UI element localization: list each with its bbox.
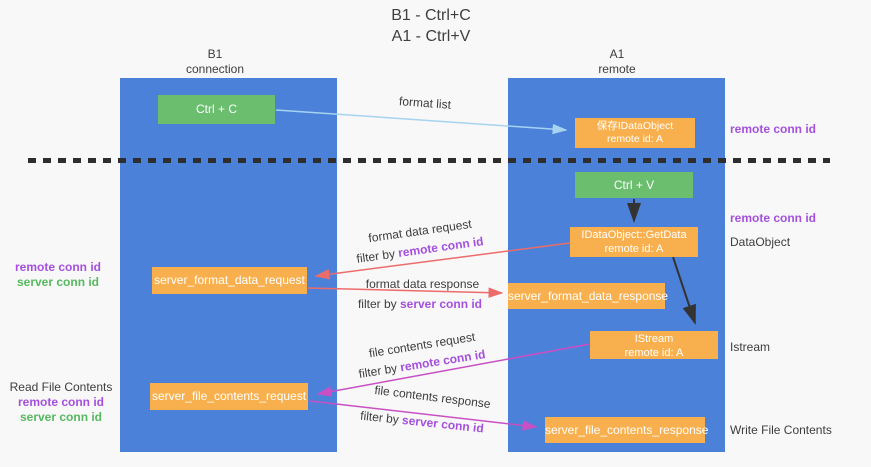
label-format-list: format list	[398, 94, 452, 112]
label-filter-by-text-3: filter by	[357, 360, 402, 381]
label-filter-by-text-1: filter by	[355, 246, 400, 266]
node-ctrl-v-label: Ctrl + V	[613, 178, 655, 192]
node-idataobject-getdata: IDataObject::GetData remote id: A	[570, 227, 698, 257]
node-ctrl-c: Ctrl + C	[158, 95, 275, 124]
node-getdata-line1: IDataObject::GetData	[581, 229, 687, 241]
annotation-server-conn-id-left1: server conn id	[16, 275, 100, 289]
label-filter-server-1: filter by server conn id	[345, 297, 495, 311]
label-file-contents-response: file contents response	[373, 382, 492, 412]
title-line-1: B1 - Ctrl+C	[391, 7, 471, 24]
annotation-server-conn-id-left2: server conn id	[19, 410, 103, 424]
node-save-idataobject: 保存IDataObject remote id: A	[575, 118, 695, 148]
annotation-remote-conn-id-mid: remote conn id	[730, 211, 817, 225]
node-istream: IStream remote id: A	[590, 331, 718, 359]
lane-a1-role: remote	[598, 62, 636, 76]
node-server-file-contents-request: server_file_contents_request	[150, 383, 308, 410]
label-filter-server-2: filter by server conn id	[347, 407, 498, 437]
label-filter-server-conn-id-2: server conn id	[401, 412, 485, 436]
annotation-istream: Istream	[730, 340, 771, 354]
annotation-block-format: remote conn id server conn id	[8, 260, 108, 290]
annotation-read-file-contents: Read File Contents	[9, 380, 113, 394]
annotation-write-file-contents: Write File Contents	[730, 423, 832, 437]
annotation-remote-conn-id-left2: remote conn id	[17, 395, 104, 409]
node-save-idataobject-line1: 保存IDataObject	[596, 120, 674, 132]
node-istream-line2: remote id: A	[624, 347, 684, 359]
node-istream-line1: IStream	[634, 333, 674, 345]
label-filter-server-conn-id-1: server conn id	[399, 297, 483, 311]
node-save-idataobject-line2: remote id: A	[606, 133, 664, 145]
node-server-file-contents-response: server_file_contents_response	[545, 417, 709, 443]
phase-divider-dashed-line	[28, 158, 830, 163]
annotation-remote-conn-id-top: remote conn id	[730, 122, 817, 136]
label-filter-by-text-4: filter by	[359, 408, 403, 427]
node-server-format-data-request: server_format_data_request	[152, 267, 307, 294]
node-file-response-label: server_file_contents_response	[545, 423, 709, 437]
lane-b1-name: B1	[207, 47, 223, 61]
annotation-dataobject: DataObject	[730, 235, 791, 249]
annotation-block-file: Read File Contents remote conn id server…	[4, 380, 118, 425]
lane-header-b1: B1 connection	[155, 47, 275, 77]
lane-a1-name: A1	[609, 47, 625, 61]
lane-header-a1: A1 remote	[557, 47, 677, 77]
label-filter-by-text-2: filter by	[357, 297, 400, 311]
title-line-2: A1 - Ctrl+V	[391, 28, 471, 45]
node-ctrl-v: Ctrl + V	[575, 172, 693, 198]
lane-b1-role: connection	[185, 62, 245, 76]
node-getdata-line2: remote id: A	[604, 243, 664, 255]
label-format-data-response: format data response	[365, 277, 480, 291]
annotation-remote-conn-id-left1: remote conn id	[14, 260, 101, 274]
node-file-request-label: server_file_contents_request	[151, 389, 307, 403]
node-server-format-data-response: server_format_data_response	[508, 283, 669, 309]
node-format-response-label: server_format_data_response	[508, 289, 669, 303]
node-ctrl-c-label: Ctrl + C	[195, 102, 237, 116]
diagram-title: B1 - Ctrl+C A1 - Ctrl+V	[331, 5, 531, 47]
node-format-request-label: server_format_data_request	[154, 273, 305, 287]
